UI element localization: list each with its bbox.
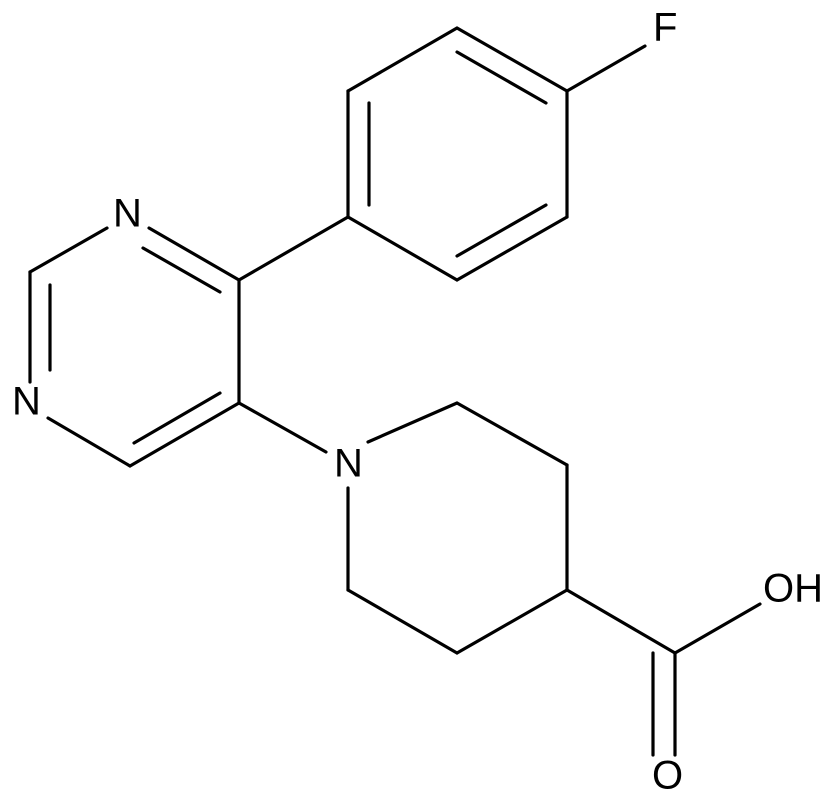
bond-c4-ccooh xyxy=(565,588,677,655)
bond-inner-2 xyxy=(455,203,548,258)
bond-c6-c5 xyxy=(128,401,241,468)
bond-n3-c2 xyxy=(28,226,109,274)
bond-c3-c4 xyxy=(455,215,569,282)
pyrimidine-ring xyxy=(28,226,241,468)
bond-c6-c5-double xyxy=(132,391,222,445)
atom-pyrimidine-n3: N xyxy=(113,192,142,236)
bond-pyrimidine-piperidine xyxy=(237,401,328,454)
bond-c5-c6 xyxy=(346,588,459,655)
bond-n-c2 xyxy=(366,401,459,444)
bond-n1-c6 xyxy=(46,416,132,468)
bond-c-oh xyxy=(673,602,762,655)
atom-fluorine: F xyxy=(653,6,677,50)
bond-c4-n3-double xyxy=(141,246,222,294)
fluorophenyl-ring xyxy=(346,26,569,282)
bond-c-f xyxy=(565,44,647,93)
atom-piperidine-n: N xyxy=(334,442,363,486)
bond-phenyl-pyrimidine xyxy=(237,215,350,282)
piperidine-ring xyxy=(346,401,569,655)
bond-c2-c3 xyxy=(455,401,569,467)
bond-c6-c1 xyxy=(346,26,459,93)
bond-inner-1 xyxy=(455,50,548,105)
bond-c4-c5 xyxy=(346,215,459,282)
carboxylic-acid-group xyxy=(565,588,762,757)
atom-pyrimidine-n1: N xyxy=(12,380,41,424)
bond-c4-n3 xyxy=(147,226,241,282)
bond-c4-c5 xyxy=(455,588,569,655)
bond-c1-c2 xyxy=(455,26,569,93)
atom-hydroxyl: OH xyxy=(763,567,823,611)
atom-carbonyl-o: O xyxy=(652,754,683,798)
